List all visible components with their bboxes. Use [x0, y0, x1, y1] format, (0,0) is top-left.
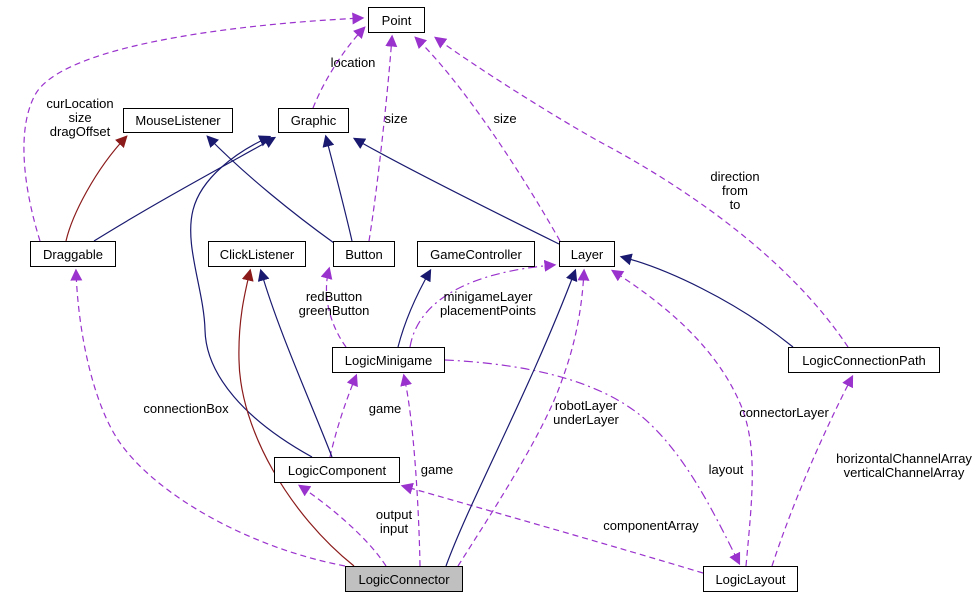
edge-logiccomponent-to-clicklistener-public: [257, 268, 333, 458]
class-node-button[interactable]: Button: [333, 241, 395, 267]
edge-label-channelarrays: horizontalChannelArray verticalChannelAr…: [836, 451, 972, 480]
edge-logicconnector-to-layer-usage: [457, 268, 590, 567]
edge-label-game-connector: game: [420, 462, 454, 477]
edge-label-curlocation-size-dragoffset: curLocation size dragOffset: [46, 96, 114, 139]
class-node-logicconnector[interactable]: LogicConnector: [345, 566, 463, 592]
edge-logicconnectionpath-to-layer-public: [619, 253, 794, 348]
edge-label-connectorlayer: connectorLayer: [739, 405, 829, 420]
edge-label-robotlayer-underlayer: robotLayer underLayer: [553, 398, 619, 427]
edge-logicconnector-to-clicklistener-private: [238, 268, 355, 567]
edge-logiccomponent-to-logicminigame-usage: [329, 373, 358, 458]
edge-logicminigame-to-logiclayout-usage: [444, 359, 741, 566]
edge-logicconnectionpath-to-point-usage: [434, 36, 849, 348]
class-node-logicconnectionpath[interactable]: LogicConnectionPath: [788, 347, 940, 373]
edge-label-connectionbox: connectionBox: [143, 401, 229, 416]
edge-logicminigame-to-gamecontroller-public: [397, 268, 432, 348]
class-node-mouselistener[interactable]: MouseListener: [123, 108, 233, 133]
edge-label-size-graphic: size: [384, 111, 408, 126]
edge-logiclayout-to-layer-usage: [610, 269, 753, 567]
edge-logiclayout-to-logicconnectionpath-usage: [771, 374, 854, 567]
edge-logiclayout-to-logiccomponent-usage: [400, 482, 704, 574]
edge-button-to-graphic-public: [322, 134, 353, 242]
class-node-point[interactable]: Point: [368, 7, 425, 33]
class-node-clicklistener[interactable]: ClickListener: [208, 241, 306, 267]
class-node-graphic[interactable]: Graphic: [278, 108, 349, 133]
edge-label-location: location: [330, 55, 376, 70]
edge-layer-to-graphic-public: [352, 137, 560, 245]
edge-logicconnector-to-draggable-usage: [70, 268, 346, 567]
edge-draggable-to-point-usage: [23, 12, 365, 242]
edge-label-direction-from-to: direction from to: [710, 169, 760, 212]
edge-label-redbutton-greenbutton: redButton greenButton: [298, 289, 370, 318]
edge-button-to-mouselistener-public: [206, 135, 335, 244]
class-node-draggable[interactable]: Draggable: [30, 241, 116, 267]
class-node-logiclayout[interactable]: LogicLayout: [703, 566, 798, 592]
edge-logicconnector-to-logiccomponent-usage: [298, 484, 387, 567]
edge-label-minigamelayer-placementpoints: minigameLayer placementPoints: [439, 289, 537, 318]
edge-draggable-to-mouselistener-private: [65, 135, 128, 242]
class-node-logicminigame[interactable]: LogicMinigame: [332, 347, 445, 373]
edge-logicminigame-to-button-usage: [320, 266, 347, 348]
class-node-logiccomponent[interactable]: LogicComponent: [274, 457, 400, 483]
edge-logicconnector-to-logicminigame-usage: [400, 373, 421, 567]
edge-logiccomponent-to-graphic-public: [190, 135, 313, 458]
class-node-layer[interactable]: Layer: [559, 241, 615, 267]
edge-label-componentarray: componentArray: [603, 518, 699, 533]
edge-layer-to-point-usage: [414, 36, 561, 242]
edge-label-output-input: output input: [375, 507, 413, 536]
edge-logicconnector-to-layer-public: [445, 268, 578, 567]
edge-draggable-to-graphic-public: [93, 136, 277, 242]
class-node-gamecontroller[interactable]: GameController: [417, 241, 535, 267]
edge-label-layout: layout: [708, 462, 744, 477]
edge-label-size-layer: size: [493, 111, 517, 126]
edge-button-to-point-usage: [368, 34, 398, 242]
edge-label-game-component: game: [368, 401, 402, 416]
